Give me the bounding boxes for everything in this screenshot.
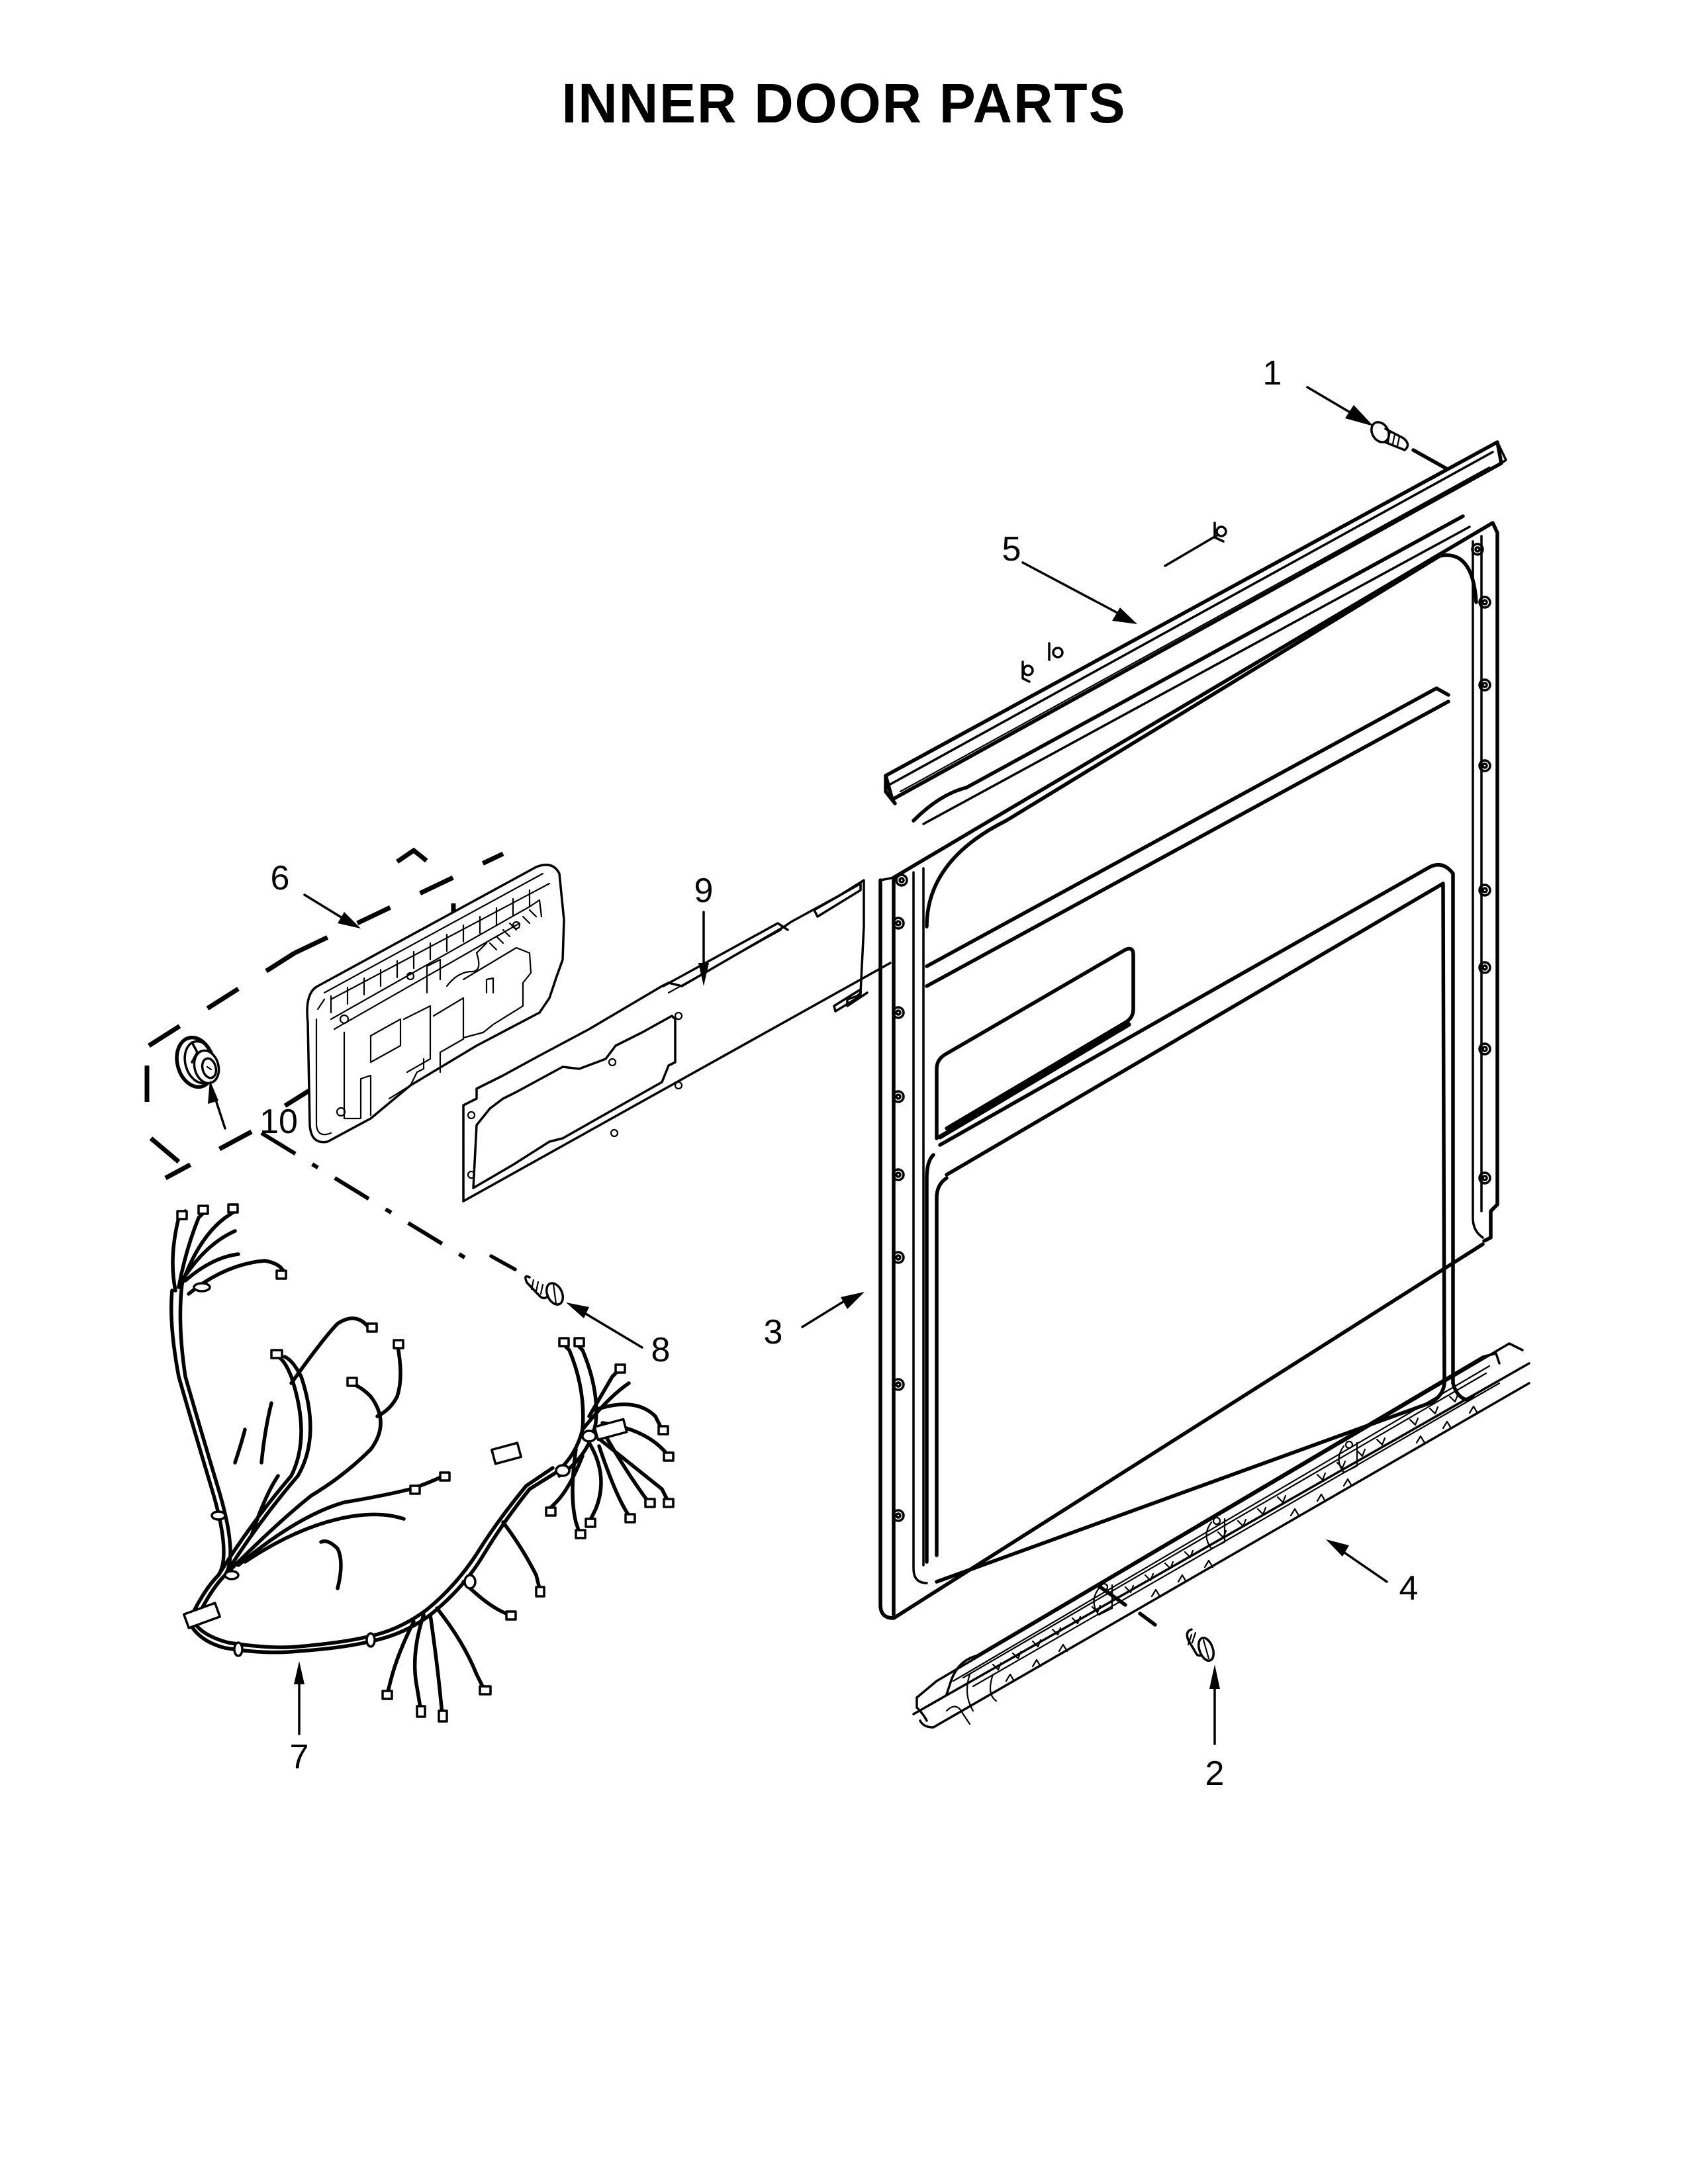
callout-2-leader	[1209, 1664, 1220, 1745]
callout-10-leader	[208, 1080, 226, 1130]
part-3-inner-door[interactable]	[878, 514, 1499, 1620]
part-5-top-trim[interactable]	[884, 440, 1507, 805]
callout-7[interactable]: 7	[289, 1738, 309, 1776]
callout-7-leader	[294, 1661, 305, 1735]
callout-3[interactable]: 3	[763, 1313, 783, 1351]
callout-9-leader	[698, 911, 709, 986]
callout-1[interactable]: 1	[1262, 354, 1282, 392]
part-2-screw[interactable]	[1058, 1583, 1217, 1662]
callout-5-leader	[1021, 561, 1137, 624]
part-1-screw[interactable]	[1368, 419, 1448, 471]
part-8-screw[interactable]	[489, 1254, 566, 1307]
callout-4[interactable]: 4	[1399, 1569, 1419, 1608]
callout-2[interactable]: 2	[1205, 1754, 1225, 1793]
part-4-bottom-trim[interactable]	[912, 1342, 1530, 1729]
part-10-rinse-aid-cap[interactable]	[171, 1033, 222, 1091]
callout-8-leader	[566, 1302, 643, 1349]
part-9-panel-shield[interactable]	[462, 879, 892, 1203]
part-7-wire-harness[interactable]	[169, 1203, 675, 1723]
callout-10[interactable]: 10	[259, 1103, 298, 1141]
part-6-control-module[interactable]	[144, 847, 565, 1263]
callout-6[interactable]: 6	[270, 859, 290, 897]
callout-5[interactable]: 5	[1002, 530, 1021, 569]
callout-4-leader	[1326, 1539, 1388, 1583]
callout-6-leader	[303, 893, 361, 929]
callout-1-leader	[1306, 386, 1374, 426]
callout-9[interactable]: 9	[694, 872, 714, 910]
callout-3-leader	[801, 1292, 865, 1328]
callout-8[interactable]: 8	[651, 1331, 671, 1369]
page-title: INNER DOOR PARTS	[561, 72, 1127, 134]
